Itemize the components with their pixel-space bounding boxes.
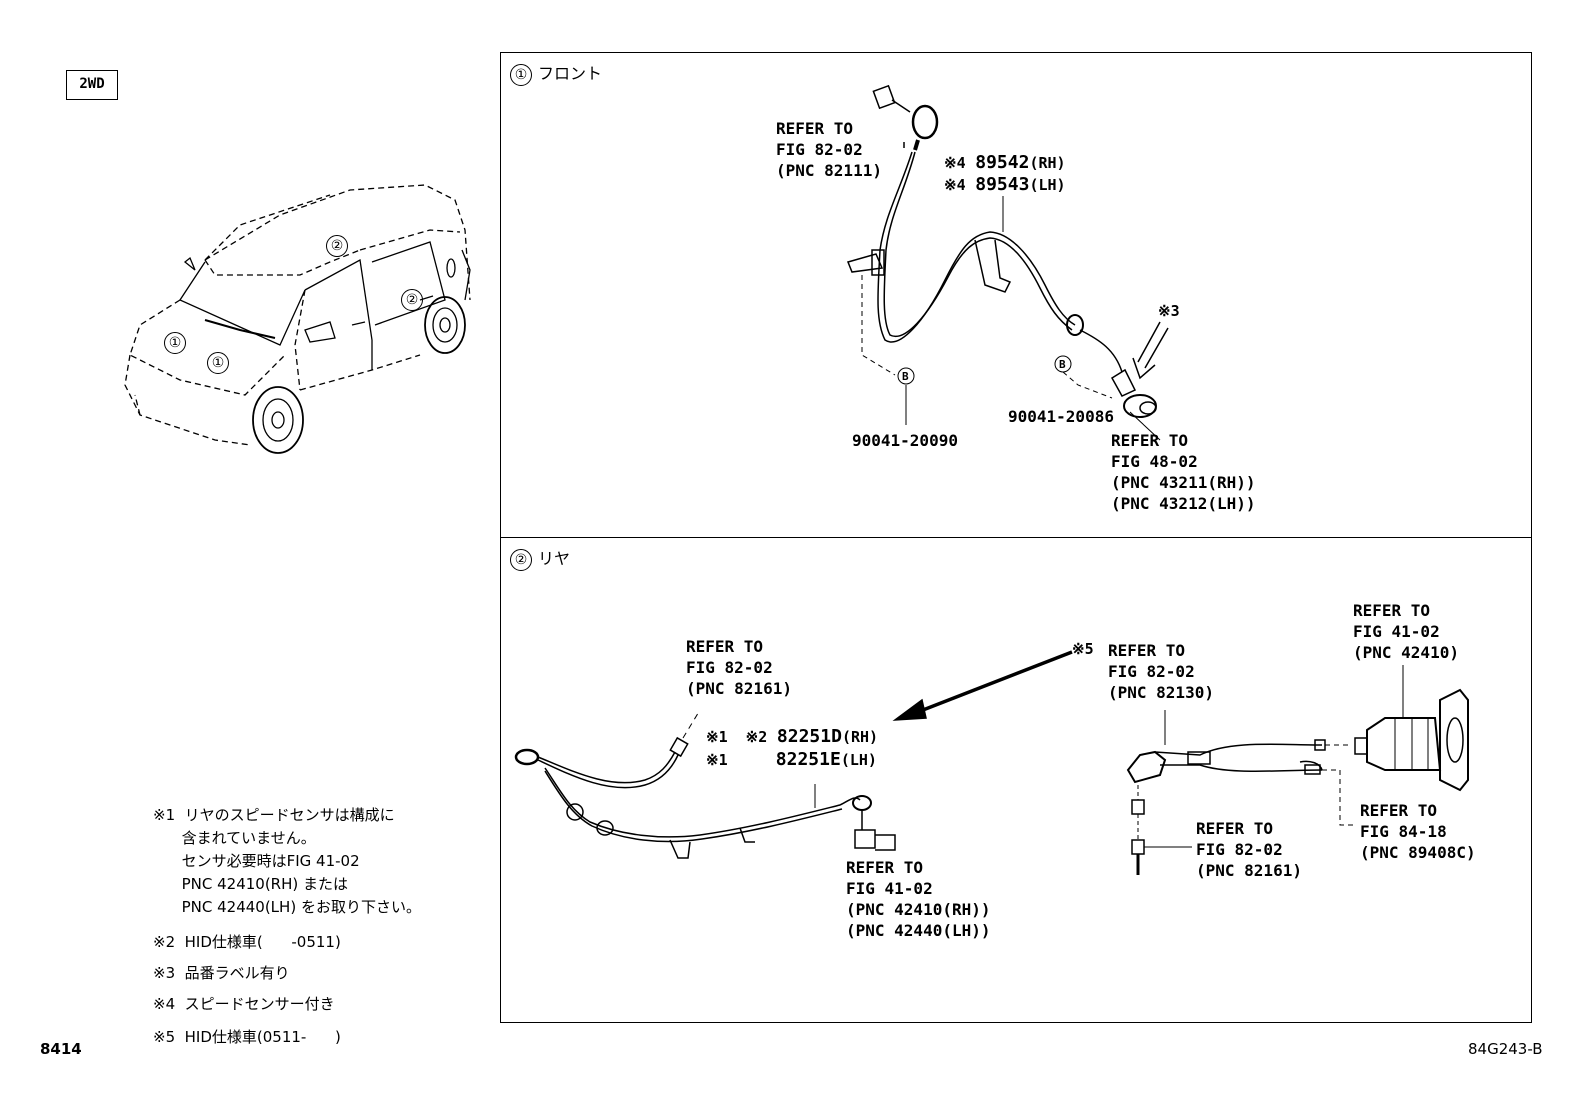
rear-panel-title: ② リヤ [510, 545, 570, 571]
car-marker-front-2: ① [207, 352, 229, 374]
footnote-3: ※3 品番ラベル有り [153, 964, 290, 982]
footnote-1-line-4: PNC 42410(RH) または [153, 875, 349, 893]
car-marker-rear-1: ② [326, 235, 348, 257]
car-marker-rear-2: ② [401, 289, 423, 311]
rear-title-text: リヤ [538, 549, 571, 568]
bolt-right-label: B [1059, 358, 1066, 371]
drive-type-badge: 2WD [66, 70, 118, 100]
rear-part-lh: ※1 82251E(LH) [706, 749, 877, 770]
rear-panel-number: ② [510, 548, 532, 571]
front-panel-title: ① フロント [510, 60, 602, 86]
front-part-rh: ※4 89542(RH) [944, 152, 1066, 173]
footnote-5: ※5 HID仕様車(0511- ) [153, 1028, 341, 1046]
rear-part-rh: ※1 ※2 82251D(RH) [706, 726, 879, 747]
front-sensor-drawing [846, 84, 1169, 441]
front-part-lh: ※4 89543(LH) [944, 174, 1066, 195]
bolt-left-part-number: 90041-20090 [852, 431, 958, 450]
front-panel-number: ① [510, 63, 532, 86]
rear-panel [500, 537, 1532, 1023]
bolt-right-part-number: 90041-20086 [1008, 407, 1114, 426]
front-note3-mark: ※3 [1158, 302, 1180, 320]
footnote-1-line-2: 含まれていません。 [153, 829, 316, 847]
front-title-text: フロント [538, 64, 603, 83]
footnote-4: ※4 スピードセンサー付き [153, 995, 335, 1013]
page-code-left: 8414 [40, 1040, 82, 1058]
car-illustration [124, 184, 471, 454]
car-marker-front-1: ① [164, 332, 186, 354]
bolt-left-label: B [902, 370, 909, 383]
rear-note5-mark: ※5 [1072, 640, 1094, 658]
footnote-1-line-3: センサ必要時はFIG 41-02 [153, 852, 360, 870]
footnote-1-line-5: PNC 42440(LH) をお取り下さい。 [153, 898, 421, 916]
front-panel [500, 52, 1532, 538]
figure-code-right: 84G243-B [1468, 1040, 1543, 1058]
footnote-2: ※2 HID仕様車( -0511) [153, 933, 341, 951]
footnote-1: ※1 リヤのスピードセンサは構成に [153, 806, 395, 824]
rear-sensor-drawing [514, 650, 1469, 875]
